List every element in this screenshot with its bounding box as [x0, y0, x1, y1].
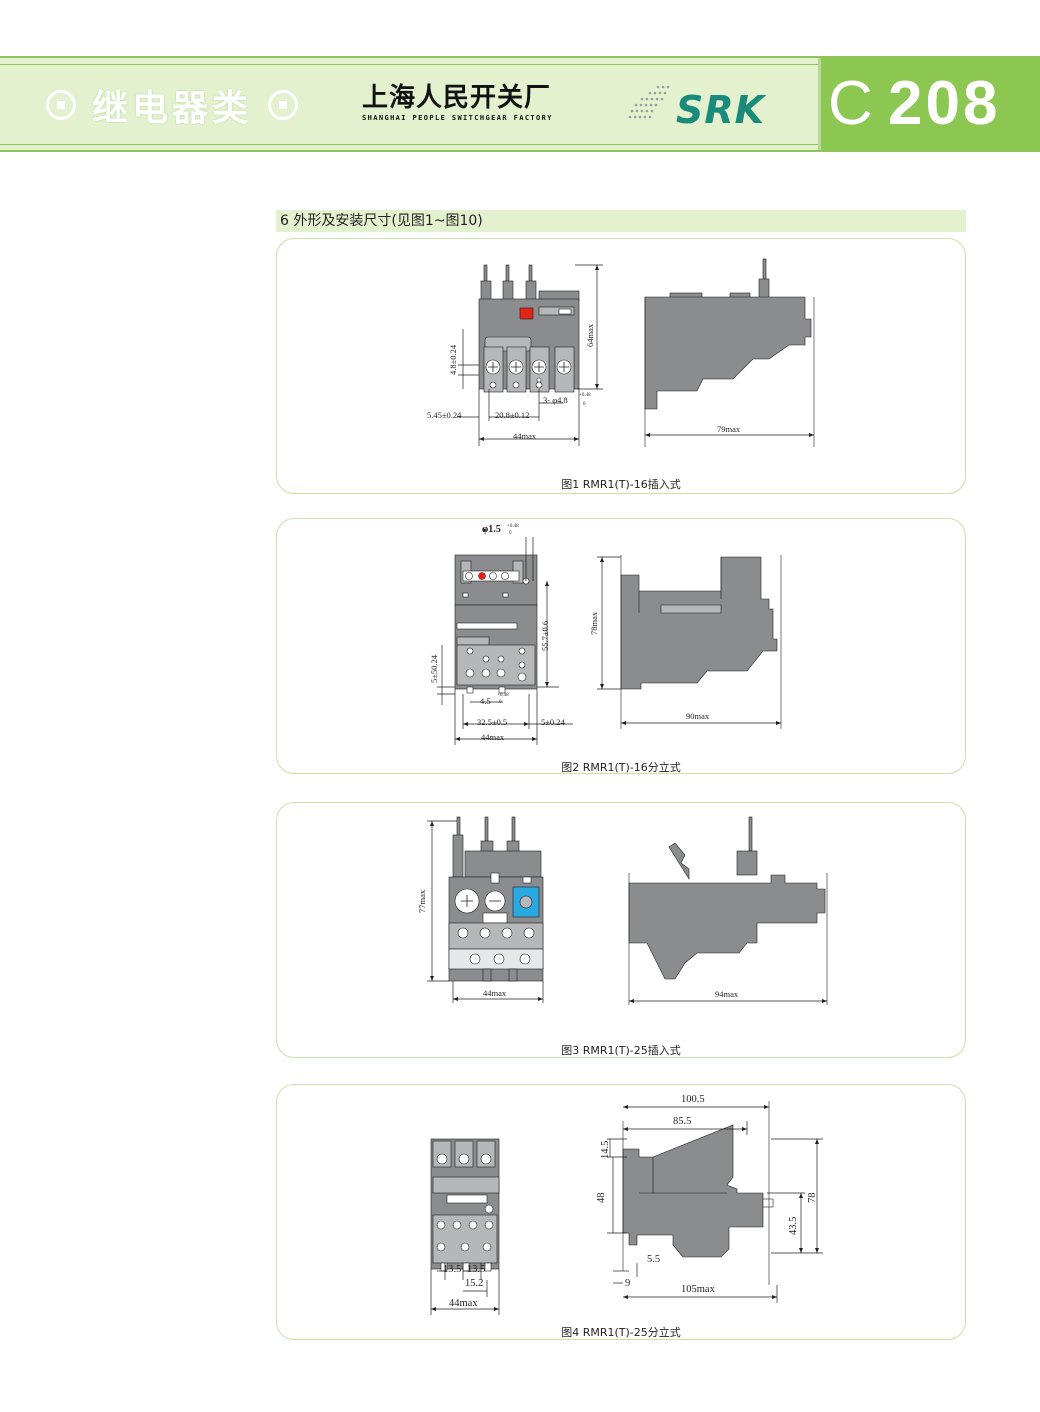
figure-3-caption: 图3 RMR1(T)-25插入式	[561, 1044, 681, 1057]
fig1-dim-label: 79max	[717, 424, 741, 434]
figure-2-drawing	[437, 528, 782, 745]
category-title: 继电器类	[46, 80, 299, 130]
figure-4-caption: 图4 RMR1(T)-25分立式	[561, 1326, 681, 1339]
fig4-dim-label: 14.5	[600, 1140, 611, 1159]
page-number-box	[818, 58, 1040, 150]
fig4-dim-label: 15.2	[465, 1278, 484, 1289]
fig2-dim-tol-upper: +0.48	[507, 524, 519, 529]
fig1-front-dims	[457, 264, 603, 446]
fig4-dim-label: 85.5	[673, 1116, 692, 1127]
fig2-dim-tol-upper: +0.48	[497, 693, 509, 698]
fig4-dim-label: 9	[625, 1278, 631, 1289]
fig2-dim-label: 32.5±0.5	[477, 717, 508, 727]
company-name: 上海人民开关厂 SHANGHAI PEOPLE SWITCHGEAR FACTO…	[362, 84, 598, 122]
fig1-dim-label: 20.8±0.12	[495, 410, 530, 420]
fig1-dim-label: 64max	[585, 323, 595, 347]
fig3-side-view	[628, 816, 828, 1005]
fig3-dim-label: 77max	[417, 889, 427, 913]
fig2-side-dims	[597, 556, 781, 724]
fig4-side-view	[622, 1101, 774, 1285]
fig2-dim-label: φ1.5	[482, 524, 501, 535]
figure-4-drawing	[430, 1101, 823, 1315]
fig2-dim-label: 44max	[481, 732, 505, 742]
header-bottom-rule	[0, 150, 1040, 152]
figure-3-panel: 77max 44max 94max 图3 RMR1(T)-25插入式	[276, 802, 966, 1058]
fig4-side-dims	[607, 1106, 823, 1303]
company-name-en: SHANGHAI PEOPLE SWITCHGEAR FACTORY	[362, 114, 553, 122]
fig3-dim-label: 94max	[715, 989, 739, 999]
fig2-front-view	[454, 554, 538, 694]
fig4-dim-label: 43.5	[788, 1216, 799, 1235]
fig4-front-view	[430, 1138, 500, 1272]
fig2-front-dims	[437, 537, 573, 745]
fig3-dim-label: 44max	[483, 988, 507, 998]
fig1-front-view	[478, 264, 580, 393]
fig1-side-view	[644, 258, 815, 447]
figure-1-drawing	[457, 258, 815, 447]
fig2-dim-label: 55.7±0.6	[540, 620, 550, 651]
page-number: 208	[888, 69, 1001, 138]
fig4-dim-label: 44max	[449, 1298, 478, 1309]
category-label: 继电器类	[92, 88, 253, 129]
fig1-dim-tol-upper: +0.48	[579, 393, 591, 398]
figure-3-drawing	[427, 816, 828, 1005]
fig1-dim-label: 5.45±0.24	[427, 410, 462, 420]
fig4-dim-label: 5.5	[647, 1254, 661, 1265]
fig4-dim-label: 48	[596, 1192, 607, 1204]
fig3-front-view	[448, 816, 544, 982]
header-bottom-rule-thin	[0, 144, 1040, 145]
fig4-front-dims	[430, 1263, 500, 1315]
target-icon	[268, 90, 299, 120]
target-icon	[46, 90, 76, 120]
fig4-dim-label: 105max	[681, 1284, 715, 1295]
fig1-dim-tol-lower: 0	[583, 402, 586, 407]
fig4-dim-label: 13.5	[443, 1264, 462, 1275]
fig2-dim-tol-lower: 0	[509, 531, 512, 536]
company-name-cn: 上海人民开关厂	[362, 83, 552, 113]
fig2-dim-label: 90max	[686, 711, 710, 721]
dot-pattern-icon	[628, 85, 670, 119]
fig2-dim-tol-lower: 0	[499, 700, 502, 705]
header-top-rule	[0, 56, 1040, 58]
figure-2-panel: φ1.5 +0.48 0 55.7±0.6 78max 5±50.24 4.5 …	[276, 518, 966, 774]
fig4-dim-label: 78	[807, 1192, 818, 1204]
brand-logo: SRK	[676, 88, 766, 132]
fig1-dim-label: 44max	[513, 431, 537, 441]
fig2-dim-label: 4.5	[480, 696, 491, 706]
fig2-dim-label: 5±0.24	[541, 717, 565, 727]
fig2-dim-label: 5±50.24	[429, 654, 439, 683]
fig2-dim-label: 78max	[589, 611, 599, 635]
header-top-rule-thin	[0, 64, 1040, 65]
page-letter: C	[828, 69, 873, 138]
fig2-side-view	[620, 555, 782, 729]
fig1-dim-label: 3- φ4.8	[543, 395, 568, 405]
figure-1-panel: 4.8±0.24 64max 3- φ4.8 +0.48 0 5.45±0.24…	[276, 238, 966, 494]
figure-4-panel: 13.5 13.5 15.2 44max 100.5 85.5 14.5 48 …	[276, 1084, 966, 1340]
fig4-dim-label: 13.5	[467, 1264, 486, 1275]
figure-2-caption: 图2 RMR1(T)-16分立式	[561, 761, 681, 774]
fig4-dim-label: 100.5	[681, 1094, 705, 1105]
section-title: 6 外形及安装尺寸(见图1~图10)	[276, 210, 966, 232]
fig1-dim-label: 4.8±0.24	[448, 344, 458, 375]
figure-1-caption: 图1 RMR1(T)-16插入式	[561, 478, 681, 491]
